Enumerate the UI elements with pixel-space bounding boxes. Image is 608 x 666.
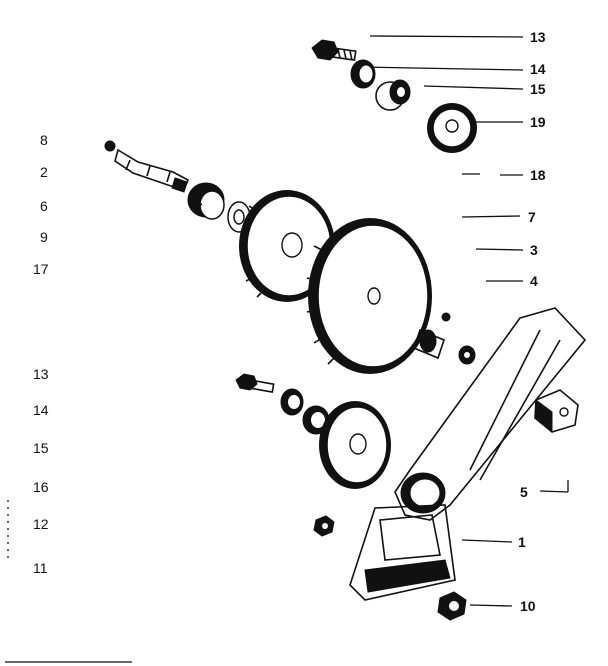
callout-13-right: 13 [530,29,546,45]
callout-14-left: 14 [33,402,49,418]
top-spacer [375,79,411,111]
callout-6: 6 [40,198,48,214]
left-callout-labels: 8 2 6 9 17 13 14 15 16 12 11 [33,132,49,576]
nut-10 [437,591,467,621]
hub-6 [187,182,225,220]
support-arm-1 [349,307,587,601]
callout-16: 16 [33,479,49,495]
top-bolt [311,39,357,61]
callout-12: 12 [33,516,49,532]
callout-13-left: 13 [33,366,49,382]
largest-gear-3 [306,218,432,374]
callout-10: 10 [520,598,536,614]
callout-15-left: 15 [33,440,49,456]
lower-washer [280,388,304,416]
nut-12 [313,515,335,537]
callout-15-right: 15 [530,81,546,97]
callout-8: 8 [40,132,48,148]
top-washer [350,59,376,89]
small-gear-19 [427,103,477,153]
shaft-assembly [104,140,190,193]
block-5 [534,389,579,434]
callout-14-right: 14 [530,61,546,77]
medium-gear-16 [319,401,391,489]
callout-4: 4 [530,273,538,289]
callout-19: 19 [530,114,546,130]
lower-bolt [235,373,275,393]
callout-9: 9 [40,229,48,245]
right-callout-labels: 13 14 15 19 18 7 3 4 5 1 10 [518,29,546,614]
callout-1: 1 [518,534,526,550]
callout-3: 3 [530,242,538,258]
callout-17: 17 [33,261,49,277]
bushing-4 [413,312,476,365]
callout-11: 11 [33,560,48,576]
callout-18: 18 [530,167,546,183]
callout-7: 7 [528,209,536,225]
callout-2: 2 [40,164,48,180]
callout-5: 5 [520,484,528,500]
leader-lines [5,35,569,663]
